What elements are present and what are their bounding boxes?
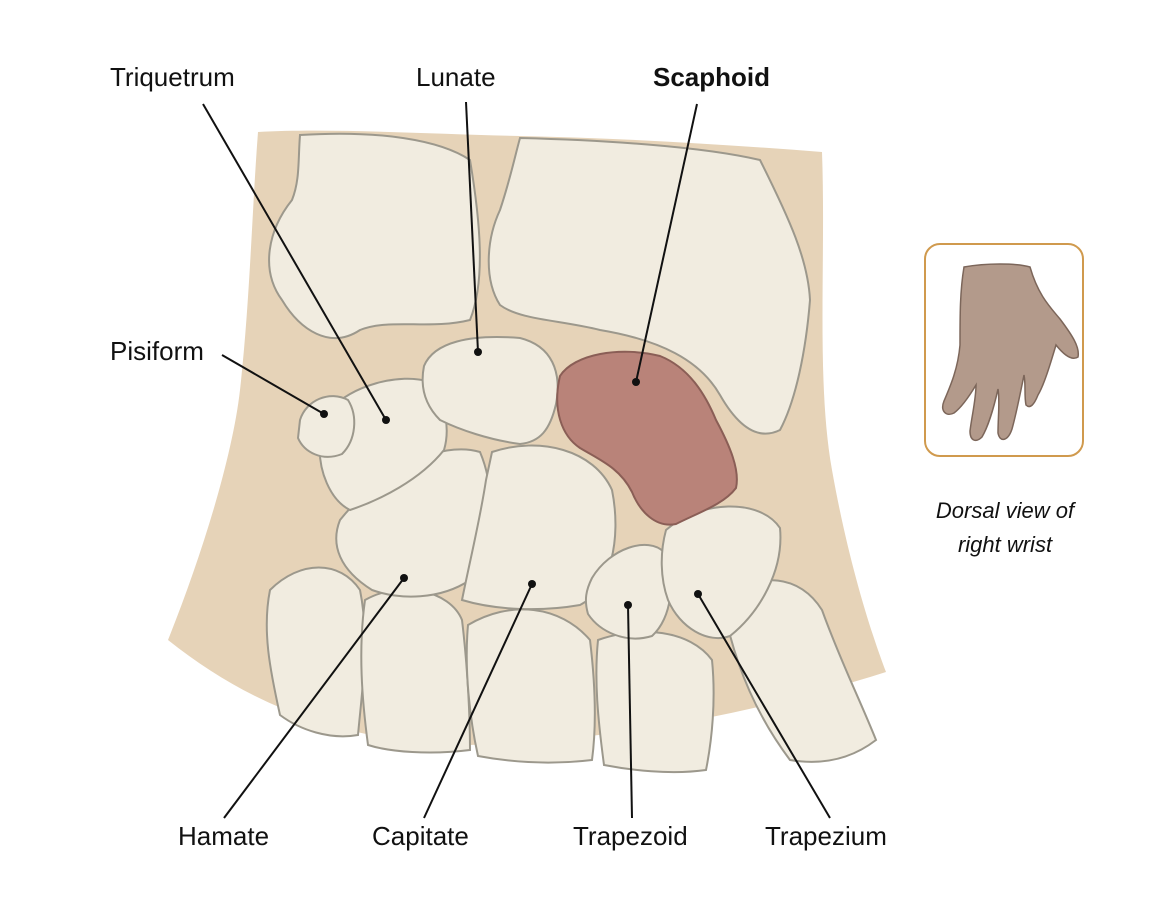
hand-icon (942, 263, 1080, 442)
label-scaphoid: Scaphoid (653, 62, 771, 92)
leader-dots (320, 348, 702, 609)
capitate-bone (460, 444, 617, 611)
leader-lunate (465, 101, 479, 353)
leader-hamate (223, 577, 405, 819)
leader-scaphoid (635, 103, 698, 383)
label-capitate: Capitate (372, 821, 469, 851)
hand-shape (942, 263, 1080, 442)
metacarpal-4 (360, 588, 472, 754)
label-lunate: Lunate (416, 62, 496, 92)
metacarpal-5 (265, 566, 366, 738)
hand-inset (924, 243, 1084, 457)
label-pisiform: Pisiform (110, 336, 204, 366)
caption-line-1: Dorsal view of (935, 498, 1075, 523)
caption-line-2: right wrist (957, 532, 1053, 557)
dot-hamate (400, 574, 408, 582)
metacarpal-1 (720, 579, 878, 763)
dot-trapezoid (624, 601, 632, 609)
leader-trapezium (697, 593, 831, 819)
leader-lines (202, 101, 831, 819)
dot-triquetrum (382, 416, 390, 424)
metacarpal-2 (595, 630, 715, 774)
dot-capitate (528, 580, 536, 588)
leader-triquetrum (202, 103, 387, 421)
lunate-bone (421, 336, 559, 446)
label-trapezoid: Trapezoid (573, 821, 688, 851)
scaphoid-bone[interactable] (556, 350, 738, 526)
radius-bone (487, 136, 812, 435)
dot-scaphoid (632, 378, 640, 386)
label-hamate: Hamate (178, 821, 270, 851)
dot-lunate (474, 348, 482, 356)
dot-trapezium (694, 590, 702, 598)
trapezoid-bone (584, 543, 672, 640)
dot-pisiform (320, 410, 328, 418)
view-caption: Dorsal view of right wrist (910, 494, 1100, 562)
leader-trapezoid (627, 604, 633, 819)
label-triquetrum: Triquetrum (110, 62, 235, 92)
ulna-bone (268, 132, 481, 340)
leader-capitate (423, 583, 533, 819)
trapezium-bone (660, 505, 782, 640)
pisiform-bone (296, 395, 356, 458)
leader-pisiform (221, 354, 325, 415)
label-trapezium: Trapezium (765, 821, 887, 851)
